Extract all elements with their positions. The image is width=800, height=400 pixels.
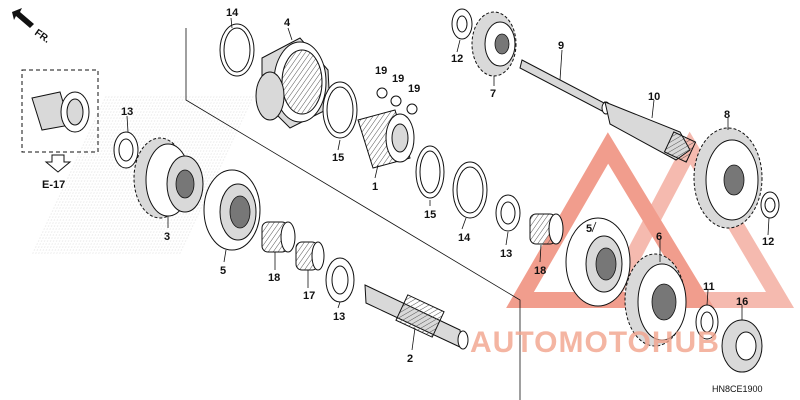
- callout-12-right: 12: [762, 236, 774, 248]
- callout-19-c: 19: [408, 83, 420, 95]
- callout-5-left: 5: [220, 265, 226, 277]
- bearing-17-icon: [295, 241, 325, 271]
- callout-18-left: 18: [268, 272, 280, 284]
- callout-12-top: 12: [451, 53, 463, 65]
- callout-14-top: 14: [226, 7, 239, 19]
- callout-15-upper: 15: [332, 152, 344, 164]
- bearing-18-right-icon: [529, 213, 564, 245]
- clutch-5-right-icon: [565, 217, 631, 307]
- front-direction-arrow-icon: [12, 8, 34, 28]
- ball-19-b: [390, 95, 402, 107]
- callout-2: 2: [407, 353, 413, 365]
- callout-16: 16: [736, 296, 748, 308]
- callout-13-right: 13: [500, 248, 512, 260]
- callout-11: 11: [703, 281, 715, 293]
- housing-4-icon: [255, 37, 331, 129]
- callout-9: 9: [558, 40, 564, 52]
- callout-7: 7: [490, 88, 496, 100]
- gear-6-icon: [624, 253, 687, 347]
- bearing-18-left-icon: [261, 221, 296, 253]
- callout-19-b: 19: [392, 73, 404, 85]
- shaft-9-icon: [519, 59, 611, 115]
- down-arrow-icon: [44, 154, 72, 173]
- shaft-2-icon: [364, 284, 469, 350]
- hub-1-icon: [357, 109, 415, 169]
- gear-7-icon: [471, 11, 517, 77]
- bearing-detail-icon: [31, 91, 90, 133]
- callout-10: 10: [648, 91, 660, 103]
- reference-box: [21, 69, 99, 153]
- callout-5-right: 5: [586, 223, 592, 235]
- watermark-text: AUTOMOTOHUB: [470, 326, 720, 359]
- reference-label: E-17: [42, 179, 65, 191]
- callout-13-left: 13: [121, 106, 133, 118]
- gear-8-icon: [693, 127, 763, 229]
- callout-17: 17: [303, 290, 315, 302]
- direction-label: FR.: [32, 27, 52, 45]
- ball-19-c: [406, 103, 418, 115]
- leader-lines: [126, 17, 770, 351]
- callout-1: 1: [372, 181, 378, 193]
- callout-labels: 14 4 19 19 19 12 7 9 10 13 15 1 8 3 15 1…: [121, 7, 774, 365]
- diagram-code: HN8CE1900: [712, 384, 763, 394]
- ball-19-a: [376, 87, 388, 99]
- shaft-10-icon: [604, 101, 697, 163]
- callout-3: 3: [164, 231, 170, 243]
- bearing-16-icon: [721, 319, 763, 373]
- callout-6: 6: [656, 231, 662, 243]
- frame-line: [185, 28, 521, 400]
- callout-4: 4: [284, 17, 291, 29]
- gear-3-icon: [133, 137, 204, 219]
- callout-13-lower: 13: [333, 311, 345, 323]
- callout-18-right: 18: [534, 265, 546, 277]
- callout-19-a: 19: [375, 65, 387, 77]
- callout-14-lower: 14: [458, 232, 471, 244]
- callout-8: 8: [724, 109, 730, 121]
- clutch-5-left-icon: [203, 169, 261, 251]
- callout-15-lower: 15: [424, 209, 436, 221]
